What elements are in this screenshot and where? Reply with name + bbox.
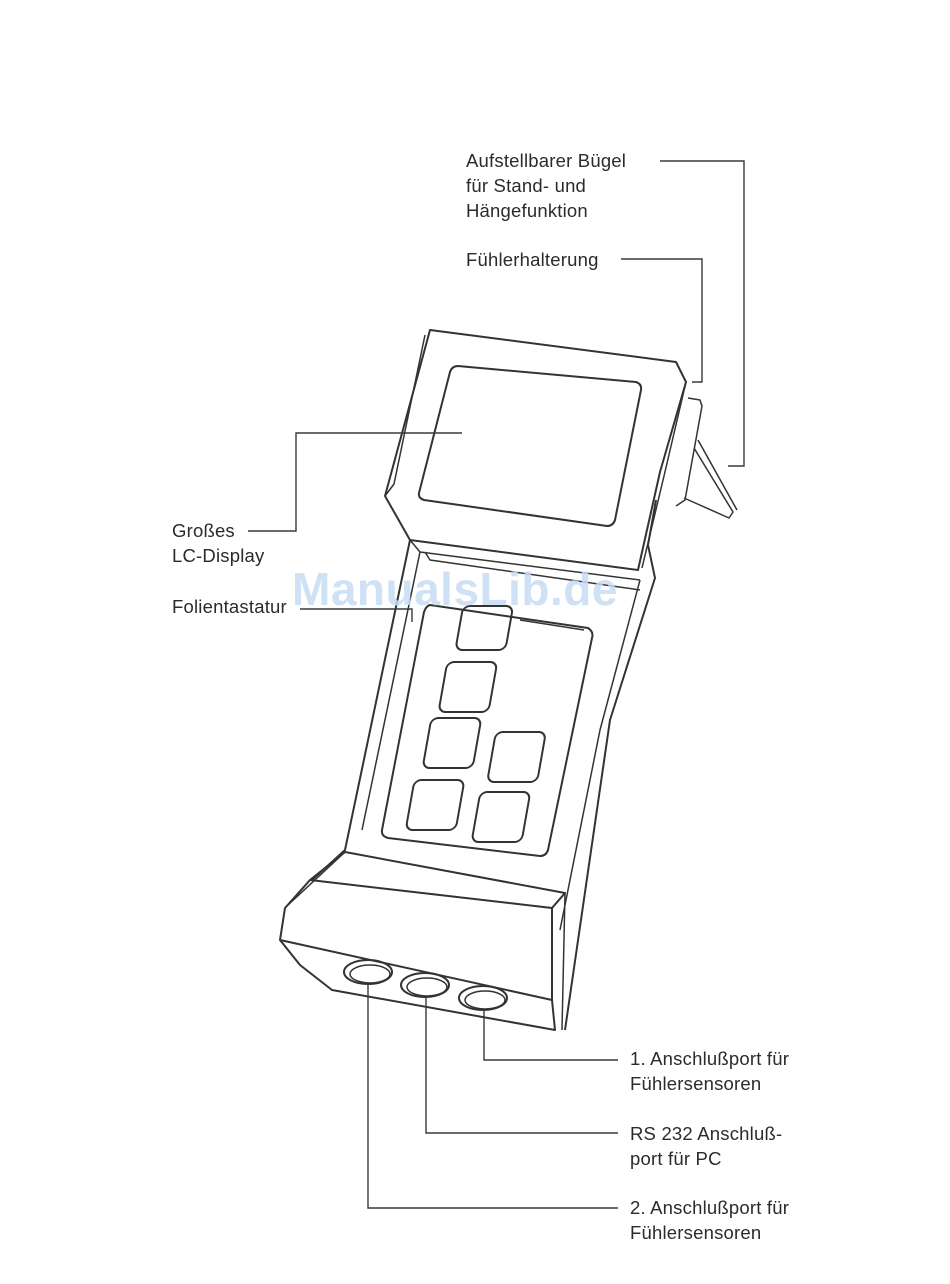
leader-rs232 [426, 997, 618, 1133]
stand-bracket [676, 398, 737, 518]
label-port-2: 2. Anschlußport für Fühlersensoren [630, 1195, 789, 1245]
key-5[interactable] [406, 780, 465, 830]
key-2[interactable] [438, 662, 497, 712]
keypad-panel [382, 605, 593, 856]
leader-port2 [368, 984, 618, 1208]
label-stand-bracket: Aufstellbarer Bügel für Stand- und Hänge… [466, 148, 626, 223]
label-port-1: 1. Anschlußport für Fühlersensoren [630, 1046, 789, 1096]
leader-holder [621, 259, 702, 382]
device-head [385, 330, 686, 580]
device-base [280, 852, 565, 1030]
label-rs232-port: RS 232 Anschluß- port für PC [630, 1121, 782, 1171]
key-6[interactable] [472, 792, 531, 842]
label-keypad: Folientastatur [172, 594, 287, 619]
keypad-keys [406, 606, 546, 842]
label-lc-display: Großes LC-Display [172, 518, 264, 568]
label-probe-holder: Fühlerhalterung [466, 247, 599, 272]
key-4[interactable] [487, 732, 546, 782]
lc-display [419, 366, 641, 526]
watermark: ManualsLib.de [292, 562, 618, 616]
key-3[interactable] [423, 718, 482, 768]
leader-port1 [484, 1010, 618, 1060]
